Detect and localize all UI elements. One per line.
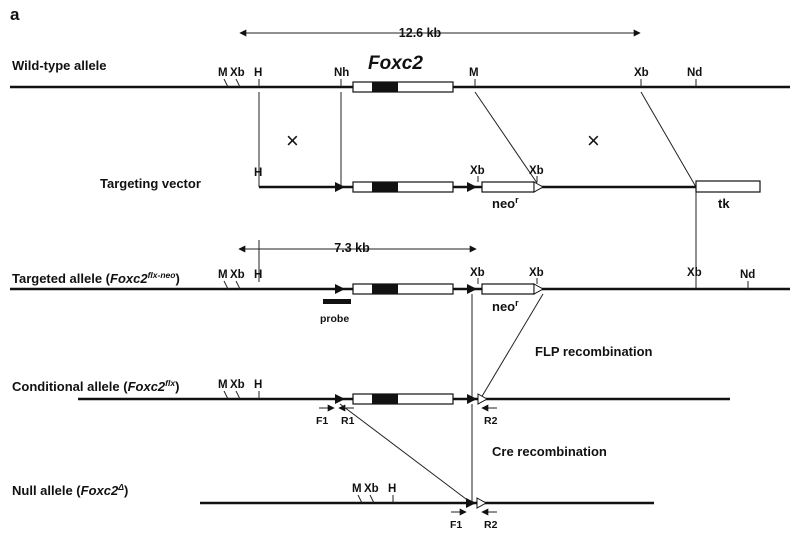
frt-site-ca xyxy=(477,393,489,405)
tick-xb-na xyxy=(369,494,375,504)
frt-site-tv xyxy=(533,181,545,193)
primer-r1-label: R1 xyxy=(341,415,355,427)
site-h-na: H xyxy=(388,483,396,495)
site-m-na: M xyxy=(352,483,362,495)
gene-box-wt xyxy=(352,81,454,93)
site-xb-wt: Xb xyxy=(230,67,245,79)
loxp-site-ca-1 xyxy=(335,394,345,404)
primer-f1-label-na: F1 xyxy=(450,519,462,531)
site-nd-ta: Nd xyxy=(740,269,755,281)
site-xb3-ta: Xb xyxy=(687,267,702,279)
site-xb-tv2: Xb xyxy=(529,165,544,177)
gene-exon-tv xyxy=(372,182,398,192)
gene-exon-ca xyxy=(372,394,398,404)
site-xb-ta: Xb xyxy=(230,269,245,281)
loxp-site-tv-1 xyxy=(335,182,345,192)
cre-line-left xyxy=(339,403,471,503)
site-h-ta: H xyxy=(254,269,262,281)
site-xb-na: Xb xyxy=(364,483,379,495)
tick-m-na xyxy=(357,494,363,504)
probe-bar xyxy=(323,299,351,304)
site-m-ca: M xyxy=(218,379,228,391)
homology-line-m xyxy=(474,91,538,184)
flp-line-right xyxy=(480,293,544,399)
site-m-wt: M xyxy=(218,67,228,79)
site-h-wt: H xyxy=(254,67,262,79)
site-xb-tv1: Xb xyxy=(470,165,485,177)
site-xb-ca: Xb xyxy=(230,379,245,391)
dimension-label-targeted: 7.3 kb xyxy=(334,241,370,255)
site-m2-wt: M xyxy=(469,67,479,79)
primer-r2-label-na: R2 xyxy=(484,519,498,531)
gene-box-ta xyxy=(352,283,454,295)
crossover-right: × xyxy=(587,128,600,153)
tick-xb-ta xyxy=(235,280,241,290)
primer-r2-label-ca: R2 xyxy=(484,415,498,427)
wild-type-label: Wild-type allele xyxy=(12,58,107,73)
tick-m-ta xyxy=(223,280,229,290)
targeting-vector-label: Targeting vector xyxy=(100,176,201,191)
site-h-ca: H xyxy=(254,379,262,391)
targeted-allele-label: Targeted allele (Foxc2flx-neo) xyxy=(12,270,180,286)
tick-xb-ca xyxy=(235,390,241,400)
cre-recombination-label: Cre recombination xyxy=(492,444,607,459)
site-xb-ta2: Xb xyxy=(529,267,544,279)
neo-label-tv: neor xyxy=(492,195,519,211)
loxp-site-ca-2 xyxy=(467,394,477,404)
tk-box xyxy=(695,180,761,193)
gene-exon-wt xyxy=(372,82,398,92)
loxp-site-ta-2 xyxy=(467,284,477,294)
site-h-tv: H xyxy=(254,167,262,179)
homology-line-xb xyxy=(640,91,697,188)
loxp-site-tv-2 xyxy=(467,182,477,192)
gene-box-tv xyxy=(352,181,454,193)
site-xb2-wt: Xb xyxy=(634,67,649,79)
primer-f1-label-ca: F1 xyxy=(316,415,328,427)
null-allele-label: Null allele (Foxc2Δ) xyxy=(12,482,128,498)
neo-label-ta: neor xyxy=(492,298,519,314)
neo-box-tv xyxy=(481,181,535,193)
tk-label: tk xyxy=(718,196,730,211)
flp-recombination-label: FLP recombination xyxy=(535,344,653,359)
neo-box-ta xyxy=(481,283,535,295)
conditional-allele-label: Conditional allele (Foxc2flx) xyxy=(12,378,179,394)
gene-exon-ta xyxy=(372,284,398,294)
gene-box-ca xyxy=(352,393,454,405)
crossover-left: × xyxy=(286,128,299,153)
site-nh-wt: Nh xyxy=(334,67,349,79)
tick-m-ca xyxy=(223,390,229,400)
site-m-ta: M xyxy=(218,269,228,281)
tick-xb-wt xyxy=(235,78,241,88)
loxp-site-ta-1 xyxy=(335,284,345,294)
site-nd-wt: Nd xyxy=(687,67,702,79)
tick-m-wt xyxy=(223,78,229,88)
frt-site-ta xyxy=(533,283,545,295)
probe-label: probe xyxy=(320,313,349,325)
dimension-label-top: 12.6 kb xyxy=(399,26,442,40)
gene-name: Foxc2 xyxy=(368,53,423,74)
loxp-site-na xyxy=(466,498,476,508)
panel-label: a xyxy=(10,5,20,24)
site-xb-ta1: Xb xyxy=(470,267,485,279)
frt-site-na xyxy=(476,497,488,509)
